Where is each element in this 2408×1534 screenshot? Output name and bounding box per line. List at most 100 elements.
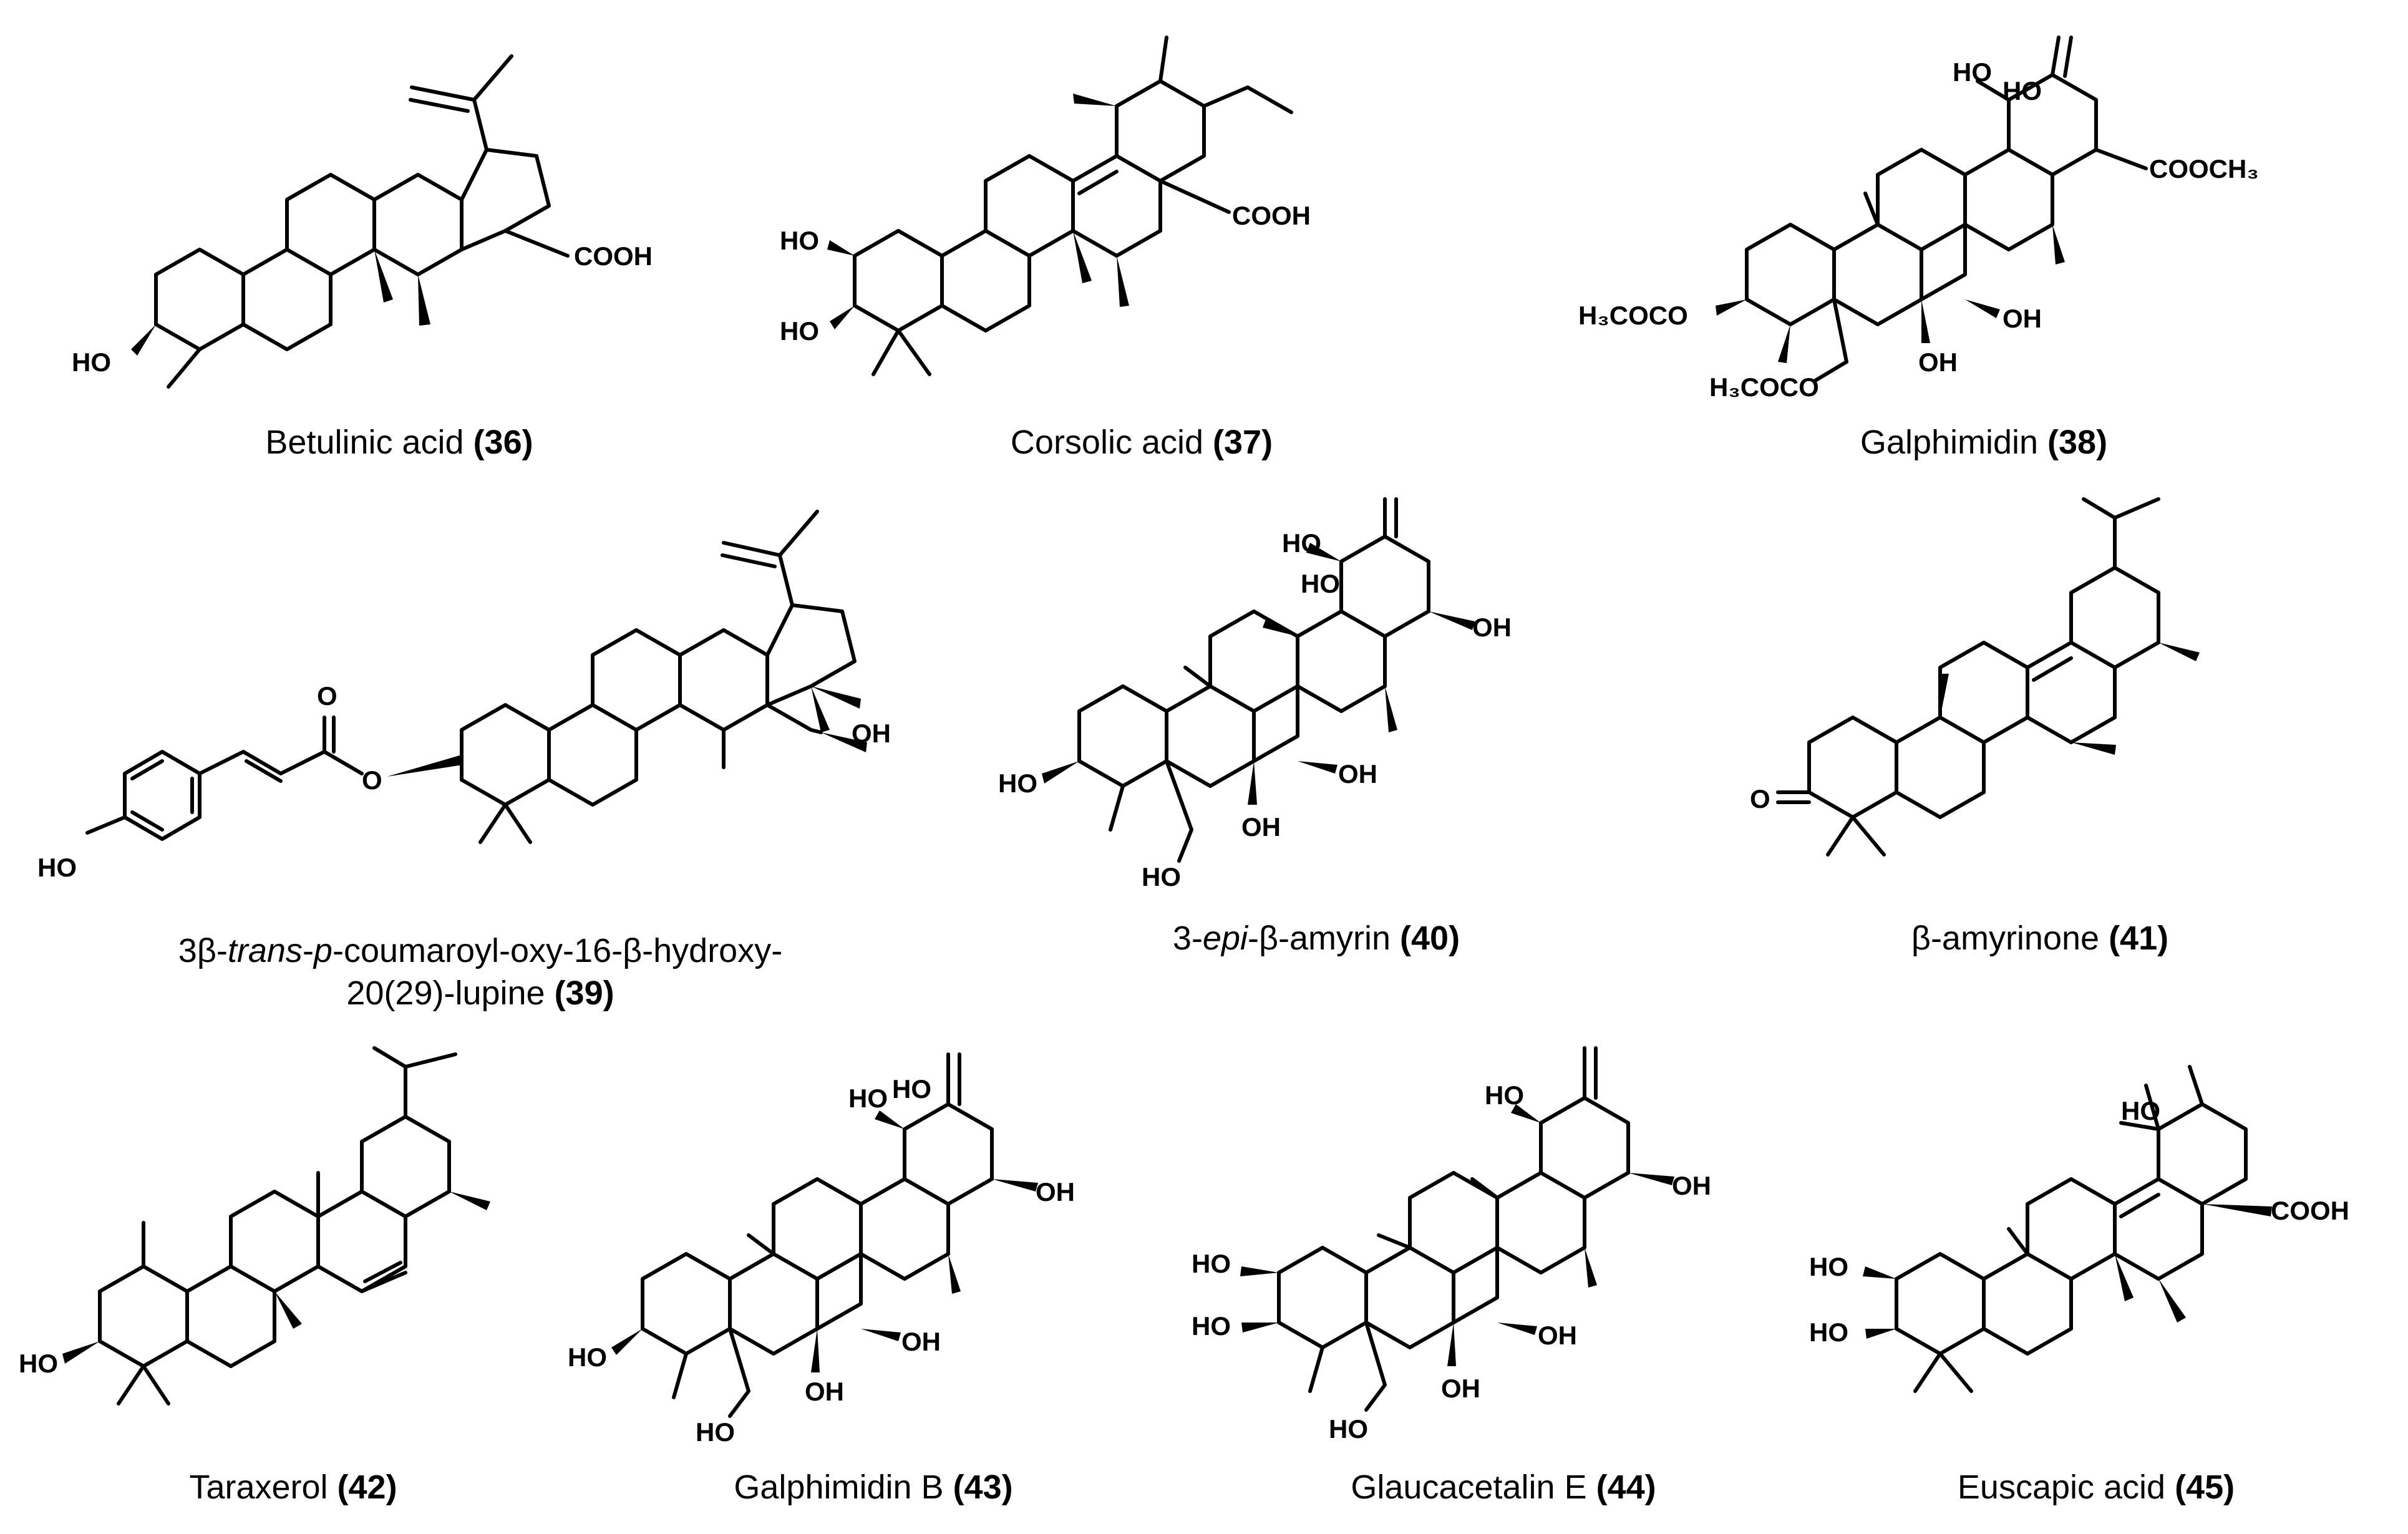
caption-name: 20(29)-lupine [346, 974, 555, 1012]
substituent-label: HO [1282, 528, 1321, 558]
caption-name: -coumaroyl-oxy-16-β-hydroxy- [332, 932, 783, 969]
substituent-label: OH [1441, 1374, 1480, 1403]
caption-name: Galphimidin B [734, 1468, 953, 1506]
compound-number: (41) [2109, 920, 2169, 957]
compound-38: HO HO COOCH₃ H₃COCO H₃COCO OH OH Galphi [1572, 12, 2396, 474]
substituent-label: OH [1672, 1171, 1711, 1200]
caption-name: 3β- [178, 932, 228, 969]
compound-37: COOH HO HO Corsolic acid (37) [780, 25, 1503, 474]
compound-number: (45) [2175, 1468, 2235, 1506]
caption-name: β-amyrinone [1911, 920, 2109, 957]
substituent-label: OH [1241, 812, 1281, 842]
substituent-label: HO [1192, 1311, 1231, 1341]
caption-44: Glaucacetalin E (44) [1173, 1466, 1834, 1508]
caption-name: Taraxerol [189, 1468, 337, 1506]
compound-number: (37) [1213, 424, 1273, 461]
caption-40: 3-epi-β-amyrin (40) [973, 917, 1659, 959]
caption-36: Betulinic acid (36) [37, 421, 761, 464]
compound-45: HO COOH HO HO Euscapic acid (45) [1797, 1029, 2396, 1528]
caption-name: Betulinic acid [265, 424, 473, 461]
caption-38: Galphimidin (38) [1572, 421, 2396, 464]
compound-41: O β-amyrinone (41) [1684, 493, 2396, 979]
substituent-label: HO [2121, 1096, 2160, 1125]
substituent-label: OH [1918, 347, 1958, 377]
compound-36: COOH HO Betulinic acid (36) [37, 25, 761, 474]
substituent-label: HO [780, 226, 819, 255]
substituent-label: HO [780, 316, 819, 346]
structure-42: HO [19, 1046, 490, 1405]
compound-number: (36) [473, 424, 533, 461]
caption-45: Euscapic acid (45) [1797, 1466, 2396, 1508]
substituent-label: COOH [574, 241, 653, 271]
compound-number: (43) [953, 1468, 1013, 1506]
substituent-label: HO [696, 1417, 735, 1447]
structure-37: COOH HO HO [780, 36, 1311, 376]
substituent-label: HO [2003, 76, 2042, 105]
structure-36: COOH HO [72, 54, 653, 389]
structure-45: HO COOH HO HO [1809, 1065, 2349, 1393]
substituent-label: H₃COCO [1709, 372, 1819, 402]
substituent-label: O [362, 765, 382, 795]
compound-number: (44) [1596, 1468, 1656, 1506]
substituent-label: HO [1953, 57, 1992, 87]
substituent-label: HO [19, 1349, 58, 1378]
substituent-label: HO [72, 347, 111, 377]
substituent-label: OH [1538, 1321, 1577, 1350]
substituent-label: HO [1809, 1318, 1848, 1347]
caption-name: Corsolic acid [1010, 424, 1213, 461]
caption-37: Corsolic acid (37) [780, 421, 1503, 464]
substituent-label: O [317, 681, 337, 711]
caption-italic: epi [1202, 920, 1248, 957]
caption-italic: trans [227, 932, 303, 969]
substituent-label: COOCH₃ [2149, 154, 2259, 183]
substituent-label: HO [37, 853, 77, 882]
caption-name: Euscapic acid [1957, 1468, 2175, 1506]
structure-38: HO HO COOCH₃ H₃COCO H₃COCO OH OH [1578, 36, 2259, 402]
caption-name: 3- [1172, 920, 1203, 957]
substituent-label: COOH [1232, 201, 1311, 230]
substituent-label: HO [1192, 1249, 1231, 1278]
structure-43: HO HO OH HO HO OH OH [568, 1052, 1075, 1447]
caption-39: 3β-trans-p-coumaroyl-oxy-16-β-hydroxy- 2… [12, 930, 948, 1014]
substituent-label: OH [2003, 304, 2042, 333]
substituent-label: HO [848, 1084, 888, 1113]
compound-43: HO HO OH HO HO OH OH Galphimidin B (43) [561, 1029, 1185, 1528]
caption-name: Glaucacetalin E [1351, 1468, 1596, 1506]
compound-number: (40) [1400, 920, 1460, 957]
substituent-label: OH [1338, 759, 1377, 789]
caption-name: Galphimidin [1860, 424, 2048, 461]
substituent-label: OH [1472, 613, 1512, 642]
substituent-label: H₃COCO [1578, 301, 1688, 330]
substituent-label: OH [852, 719, 891, 748]
substituent-label: OH [805, 1377, 844, 1406]
caption-43: Galphimidin B (43) [561, 1466, 1185, 1508]
compound-44: HO OH HO HO HO OH OH Glaucacet [1173, 1023, 1834, 1528]
caption-name: -β-amyrin [1247, 920, 1401, 957]
caption-41: β-amyrinone (41) [1684, 917, 2396, 959]
compound-number: (38) [2047, 424, 2108, 461]
substituent-label: HO [1329, 1414, 1368, 1444]
substituent-label: OH [1036, 1177, 1075, 1206]
substituent-label: HO [1142, 862, 1181, 891]
substituent-label: HO [568, 1342, 607, 1372]
compound-42: HO Taraxerol (42) [6, 1029, 580, 1528]
substituent-label: OH [901, 1327, 941, 1356]
substituent-label: HO [1301, 569, 1340, 598]
caption-italic: p [313, 932, 333, 969]
substituent-label: COOH [2271, 1196, 2349, 1225]
caption-42: Taraxerol (42) [6, 1466, 580, 1508]
structure-40: HO HO OH HO HO OH OH [998, 497, 1512, 891]
compound-number: (39) [554, 974, 614, 1012]
substituent-label: O [1750, 784, 1770, 813]
substituent-label: HO [1809, 1252, 1848, 1281]
substituent-label: HO [1485, 1080, 1524, 1110]
compound-number: (42) [337, 1468, 397, 1506]
caption-name: - [302, 932, 314, 969]
structure-39: HO O O [37, 510, 891, 882]
compound-40: HO HO OH HO HO OH OH 3-epi-β-amyrin (40 [973, 497, 1659, 979]
substituent-label: HO [998, 769, 1037, 798]
substituent-label: HO [892, 1074, 931, 1104]
structure-44: HO OH HO HO HO OH OH [1192, 1046, 1711, 1444]
structure-41: O [1750, 497, 2200, 857]
